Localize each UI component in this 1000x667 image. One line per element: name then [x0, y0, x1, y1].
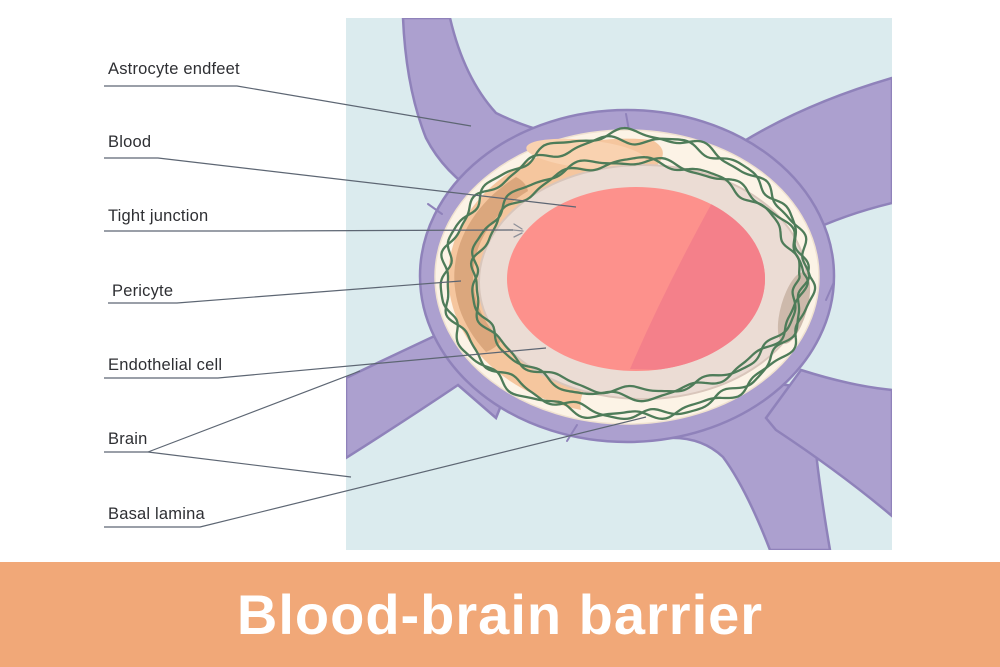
label-astrocyte-endfeet: Astrocyte endfeet: [108, 60, 240, 78]
pericyte-nucleus: [454, 177, 528, 352]
label-basal-lamina: Basal lamina: [108, 505, 205, 523]
label-brain: Brain: [108, 430, 148, 448]
astrocyte-process-bottom-right: [764, 368, 892, 518]
leader-blood: [104, 157, 577, 208]
illustration: [346, 18, 892, 550]
title-banner: Blood-brain barrier: [0, 562, 1000, 667]
leader-endothelial-cell: [104, 347, 547, 379]
label-blood: Blood: [108, 133, 152, 151]
leader-basal-lamina: [104, 416, 647, 528]
basal-lamina-strand-inner: [471, 156, 809, 403]
endfeet-seam-left: [427, 203, 443, 215]
label-tight-junction: Tight junction: [108, 207, 209, 225]
leader-tight-junction: [104, 229, 514, 232]
basal-lamina-strand-outer-2: [440, 135, 811, 421]
tight-junction-marker: [512, 223, 524, 238]
label-pericyte: Pericyte: [112, 282, 174, 300]
endfeet-seam-right: [825, 281, 835, 301]
figure-title: Blood-brain barrier: [236, 583, 764, 646]
endfeet-seam-bottom-left: [566, 424, 578, 442]
leader-pericyte: [108, 280, 462, 304]
label-endothelial-cell: Endothelial cell: [108, 356, 223, 374]
basal-lamina-strand-inner-2: [469, 156, 801, 395]
leader-astrocyte-endfeet: [104, 85, 472, 127]
leader-lines: [104, 85, 647, 528]
leader-brain-lower: [147, 451, 352, 478]
blood-shading: [630, 198, 765, 371]
